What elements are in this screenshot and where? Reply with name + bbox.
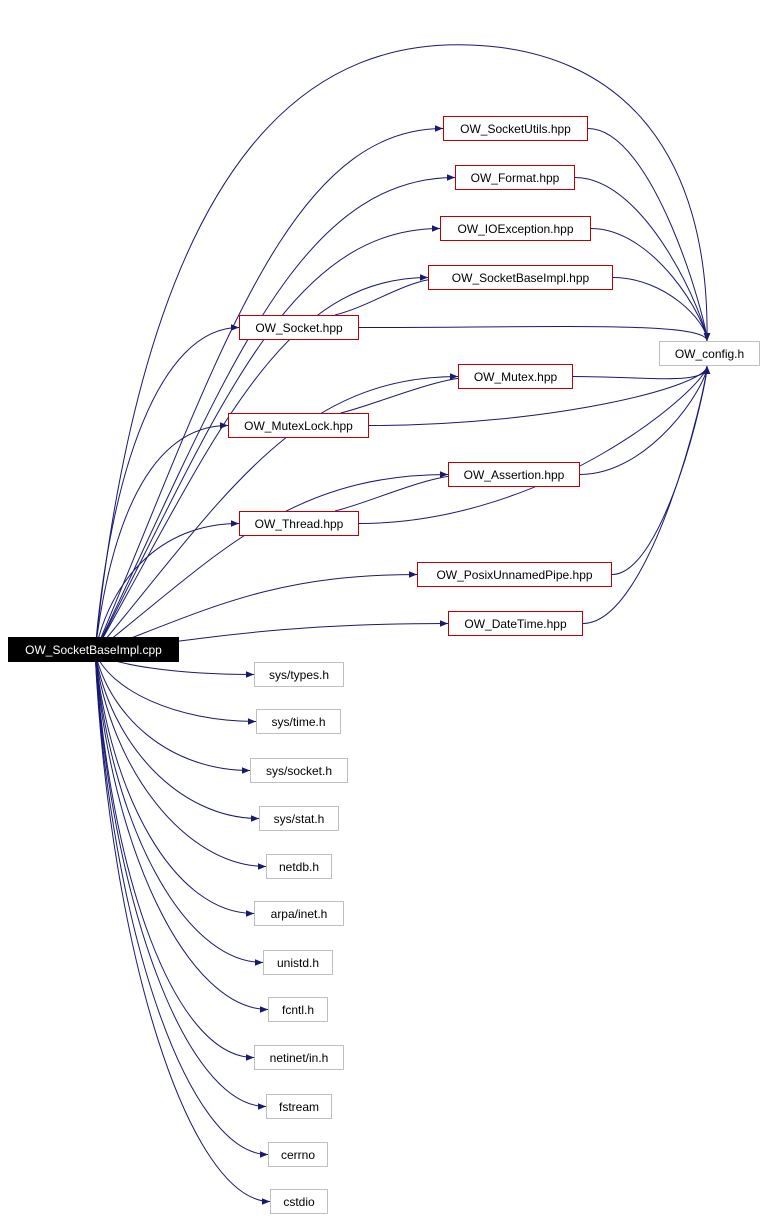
node-config: OW_config.h	[659, 341, 760, 366]
edge-root-to-inet	[94, 651, 255, 917]
edge-root-to-config	[94, 44, 711, 653]
node-mutex[interactable]: OW_Mutex.hpp	[458, 364, 573, 389]
node-stat: sys/stat.h	[259, 806, 339, 831]
edge-thread-to-config	[358, 365, 711, 524]
edge-root-to-stat	[94, 651, 260, 822]
edge-root-to-socket	[94, 324, 240, 653]
node-netdb: netdb.h	[266, 854, 332, 879]
node-fstream: fstream	[266, 1094, 332, 1119]
edge-mutex-to-config	[572, 365, 711, 380]
edge-pipe-to-config	[611, 365, 711, 575]
node-netinet: netinet/in.h	[254, 1045, 344, 1070]
edge-root-to-assertion	[94, 471, 449, 653]
edge-socket-to-config	[358, 325, 711, 342]
edge-root-to-unistd	[94, 651, 264, 966]
edge-socketbaseimpl-to-config	[612, 277, 711, 342]
edge-root-to-thread	[94, 520, 240, 653]
edge-root-to-mutex	[94, 373, 459, 653]
edge-root-to-mutexlock	[94, 422, 229, 653]
node-fcntl: fcntl.h	[268, 997, 328, 1022]
node-socket[interactable]: OW_Socket.hpp	[239, 315, 359, 340]
node-assertion[interactable]: OW_Assertion.hpp	[448, 462, 580, 487]
edge-root-to-cstdio	[94, 651, 271, 1205]
node-inet: arpa/inet.h	[254, 901, 344, 926]
edge-root-to-fcntl	[94, 651, 269, 1013]
node-ioexception[interactable]: OW_IOException.hpp	[440, 216, 591, 241]
node-socketutils[interactable]: OW_SocketUtils.hpp	[443, 116, 588, 141]
edge-root-to-socketbaseimpl	[94, 274, 429, 653]
node-format[interactable]: OW_Format.hpp	[455, 165, 575, 190]
edge-mutexlock-to-config	[368, 365, 711, 426]
edge-root-to-netdb	[94, 651, 267, 870]
node-time: sys/time.h	[256, 709, 341, 734]
node-syssocket: sys/socket.h	[250, 758, 348, 783]
edge-root-to-netinet	[94, 651, 255, 1061]
node-datetime[interactable]: OW_DateTime.hpp	[448, 611, 583, 636]
edge-root-to-time	[94, 651, 257, 725]
edge-datetime-to-config	[582, 365, 711, 624]
edge-format-to-config	[574, 177, 711, 342]
edge-root-to-pipe	[94, 571, 418, 653]
node-pipe[interactable]: OW_PosixUnnamedPipe.hpp	[417, 562, 612, 587]
node-cstdio: cstdio	[270, 1189, 328, 1214]
node-thread[interactable]: OW_Thread.hpp	[239, 511, 359, 536]
node-cerrno: cerrno	[268, 1142, 328, 1167]
edge-root-to-syssocket	[94, 651, 251, 774]
edge-assertion-to-config	[579, 365, 711, 475]
node-unistd: unistd.h	[263, 950, 333, 975]
node-socketbaseimpl[interactable]: OW_SocketBaseImpl.hpp	[428, 265, 613, 290]
edge-root-to-socketutils	[94, 125, 444, 653]
edge-root-to-fstream	[94, 651, 267, 1110]
edge-socketutils-to-config	[587, 128, 711, 342]
node-mutexlock[interactable]: OW_MutexLock.hpp	[228, 413, 369, 438]
edge-root-to-ioexception	[94, 225, 441, 653]
node-types: sys/types.h	[254, 662, 344, 687]
edge-root-to-cerrno	[94, 651, 269, 1158]
node-root: OW_SocketBaseImpl.cpp	[8, 637, 179, 662]
